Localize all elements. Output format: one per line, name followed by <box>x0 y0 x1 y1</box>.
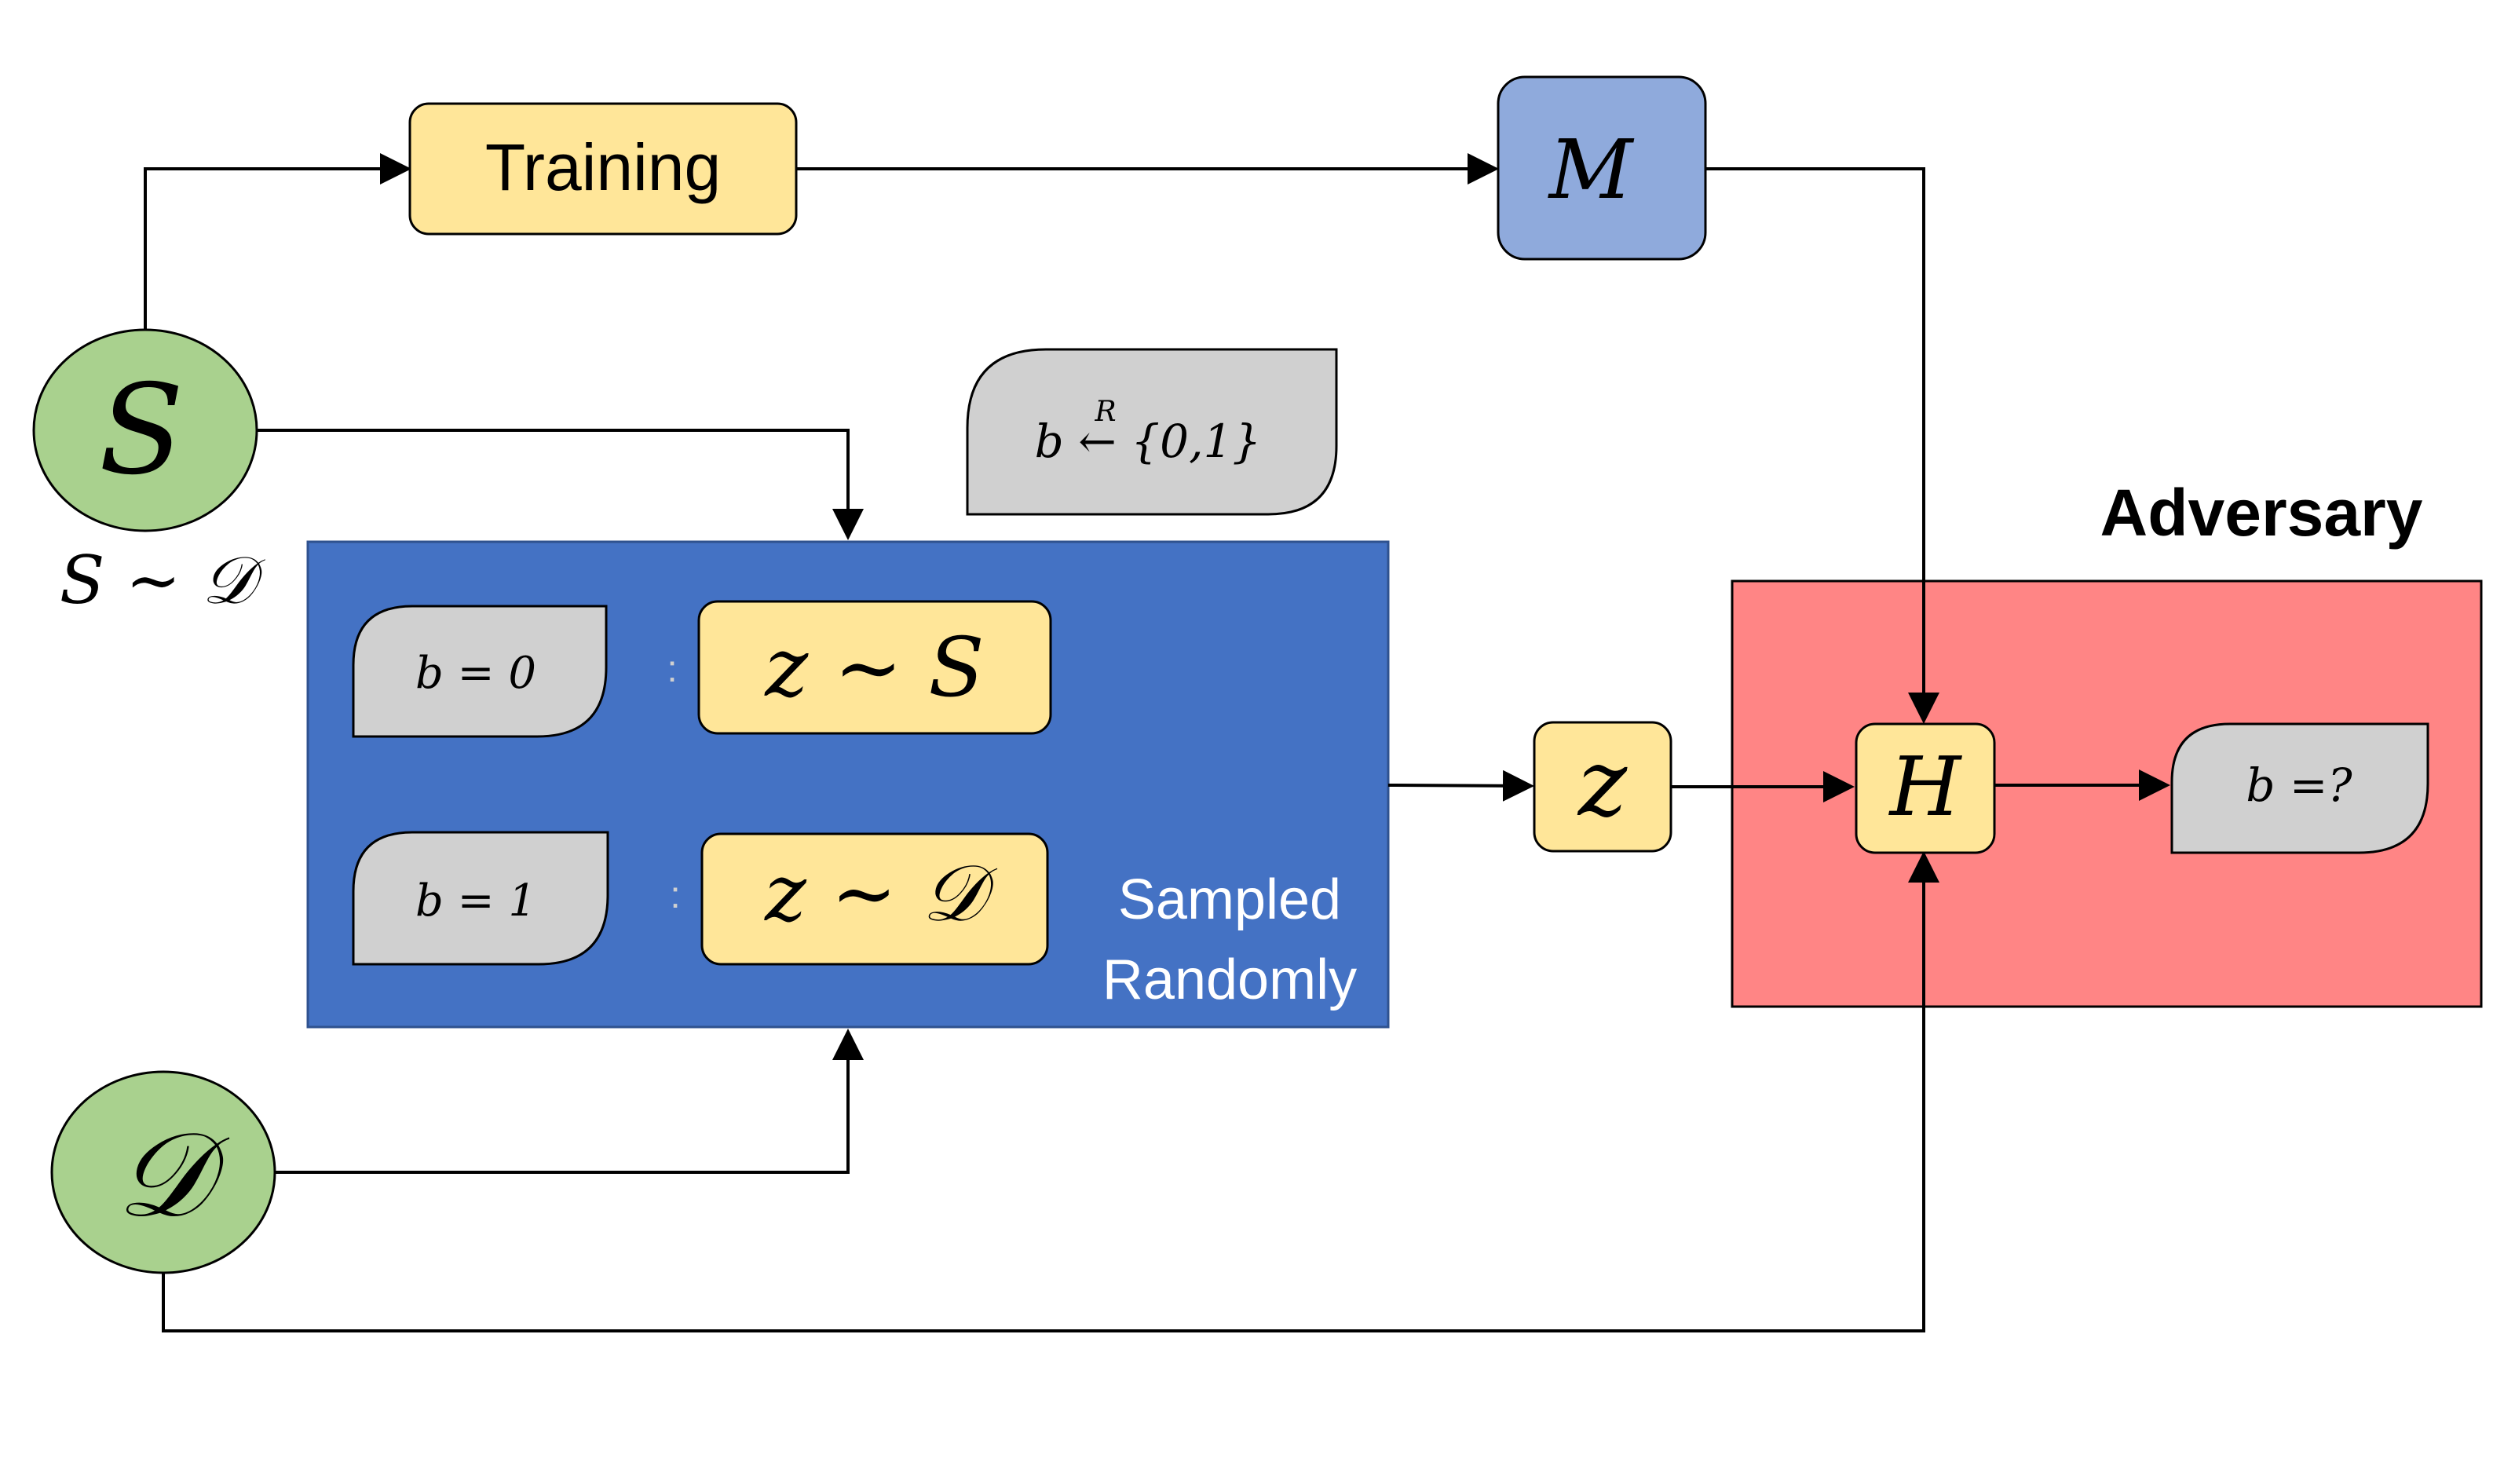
case0-separator: : <box>667 649 677 690</box>
model-box <box>1497 75 1707 261</box>
case0-condition-label: b = 0 <box>415 648 536 699</box>
adversary-title: Adversary <box>2100 476 2423 550</box>
dataset-s-caption: S ∼ 𝒟 <box>60 542 265 619</box>
distribution-node <box>50 1070 276 1274</box>
training-label: Training <box>485 130 721 204</box>
case1-separator: : <box>670 875 680 916</box>
case1-condition-box <box>352 831 609 966</box>
sample-z-label: z <box>1577 729 1628 837</box>
edge-sampler-to-z <box>1387 769 1534 802</box>
sampler-label-line2: Randomly <box>1102 949 1357 1011</box>
sampler-label-line1: Sampled <box>1118 868 1341 931</box>
hypothesis-box <box>1855 722 1996 854</box>
case1-rule-label: z ∼ 𝒟 <box>764 847 998 939</box>
dataset-s-label: S <box>99 358 184 503</box>
edge-distribution-to-hypothesis <box>162 851 1939 1332</box>
model-label: M <box>1548 122 1635 217</box>
case0-rule-label: z ∼ S <box>763 620 984 715</box>
hypothesis-label: H <box>1888 739 1963 835</box>
random-bit-box <box>966 348 1338 516</box>
guess-label: b =? <box>2246 758 2352 812</box>
edge-model-to-hypothesis <box>1705 167 1939 724</box>
case1-condition-label: b = 1 <box>415 875 536 927</box>
case1-rule-box <box>700 832 1049 966</box>
edge-s-to-training <box>144 153 411 330</box>
dataset-s-node <box>32 328 258 532</box>
case0-rule-box <box>697 600 1052 735</box>
sample-z-box <box>1533 721 1672 853</box>
training-box <box>408 102 798 236</box>
edge-s-to-sampler <box>258 429 864 540</box>
random-bit-label: b ← {0,1} <box>1035 415 1262 468</box>
edge-distribution-to-sampler <box>275 1029 864 1174</box>
case0-condition-box <box>352 605 608 738</box>
guess-box <box>2170 722 2429 854</box>
random-bit-arrow-mark: R <box>1094 396 1116 428</box>
